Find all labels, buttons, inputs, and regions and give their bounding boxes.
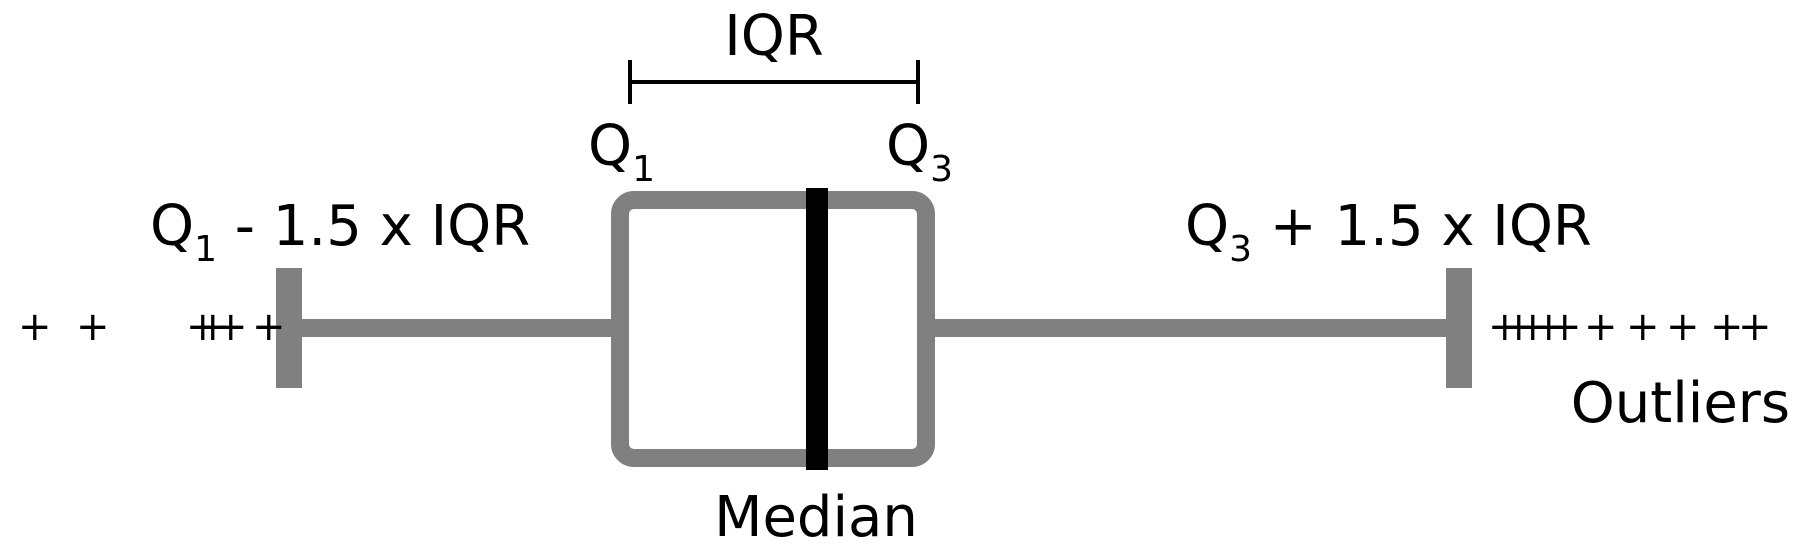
outlier-mark: +	[1738, 304, 1772, 350]
outlier-mark: +	[1548, 304, 1582, 350]
outlier-mark: +	[1488, 304, 1522, 350]
outlier-mark: +	[1626, 304, 1660, 350]
q1-label: Q1	[588, 114, 655, 190]
outlier-mark: +	[1666, 304, 1700, 350]
outlier-mark: +	[1516, 304, 1550, 350]
outlier-mark: +	[252, 304, 286, 350]
left-outliers: + + + + + +	[18, 304, 286, 350]
lower-fence-label-base: Q	[150, 194, 194, 259]
outlier-mark: +	[1710, 304, 1744, 350]
upper-whisker-cap	[1446, 268, 1472, 388]
q1-label-subscript: 1	[632, 149, 655, 190]
q3-label-base: Q	[886, 114, 930, 179]
outlier-mark: +	[1532, 304, 1566, 350]
q3-label: Q3	[886, 114, 953, 190]
outliers-label: Outliers	[1571, 371, 1790, 436]
iqr-bracket	[628, 60, 920, 104]
right-outliers: + + + + + + + + + +	[1488, 304, 1772, 350]
lower-fence-label: Q1 - 1.5 x IQR	[150, 194, 530, 270]
iqr-box	[611, 191, 935, 467]
outlier-mark: +	[1502, 304, 1536, 350]
upper-fence-label-rest: + 1.5 x IQR	[1252, 194, 1592, 259]
outlier-mark: +	[76, 304, 110, 350]
q1-label-base: Q	[588, 114, 632, 179]
lower-whisker-cap	[276, 268, 302, 388]
outlier-mark: +	[186, 304, 220, 350]
median-line	[806, 188, 828, 470]
outlier-mark: +	[196, 304, 230, 350]
outlier-mark: +	[214, 304, 248, 350]
q3-label-subscript: 3	[930, 149, 953, 190]
median-label: Median	[714, 485, 918, 550]
upper-fence-label-base: Q	[1185, 194, 1229, 259]
lower-fence-label-subscript: 1	[194, 229, 217, 270]
upper-fence-label-subscript: 3	[1229, 229, 1252, 270]
upper-fence-label: Q3 + 1.5 x IQR	[1185, 194, 1592, 270]
outlier-mark: +	[18, 304, 52, 350]
iqr-label: IQR	[724, 4, 824, 69]
outlier-mark: +	[1584, 304, 1618, 350]
lower-fence-label-rest: - 1.5 x IQR	[217, 194, 530, 259]
